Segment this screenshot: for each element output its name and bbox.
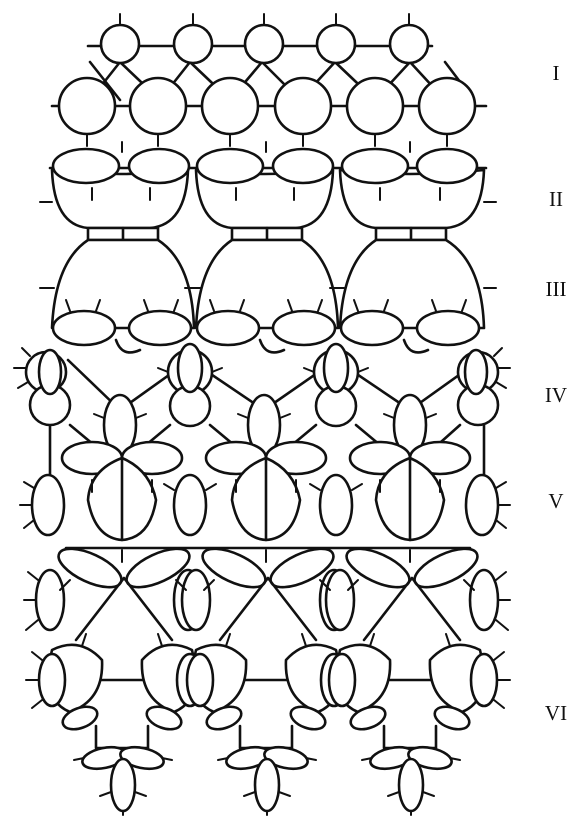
row-6-lower-motifs <box>25 633 511 816</box>
row-6-upper-motifs <box>23 546 511 642</box>
row-1-motifs <box>50 13 488 147</box>
row-labels: I II III IV V VI <box>545 61 567 725</box>
row-label-6: VI <box>545 701 567 725</box>
row-2-motifs <box>39 141 497 242</box>
row-label-1: I <box>553 61 560 85</box>
row-label-2: II <box>549 187 563 211</box>
row-4-motifs <box>13 342 511 532</box>
row-label-4: IV <box>545 383 567 407</box>
row-label-3: III <box>546 277 567 301</box>
row-3-motifs <box>39 238 497 354</box>
row-5-motifs <box>19 440 511 542</box>
row-label-5: V <box>548 489 563 513</box>
